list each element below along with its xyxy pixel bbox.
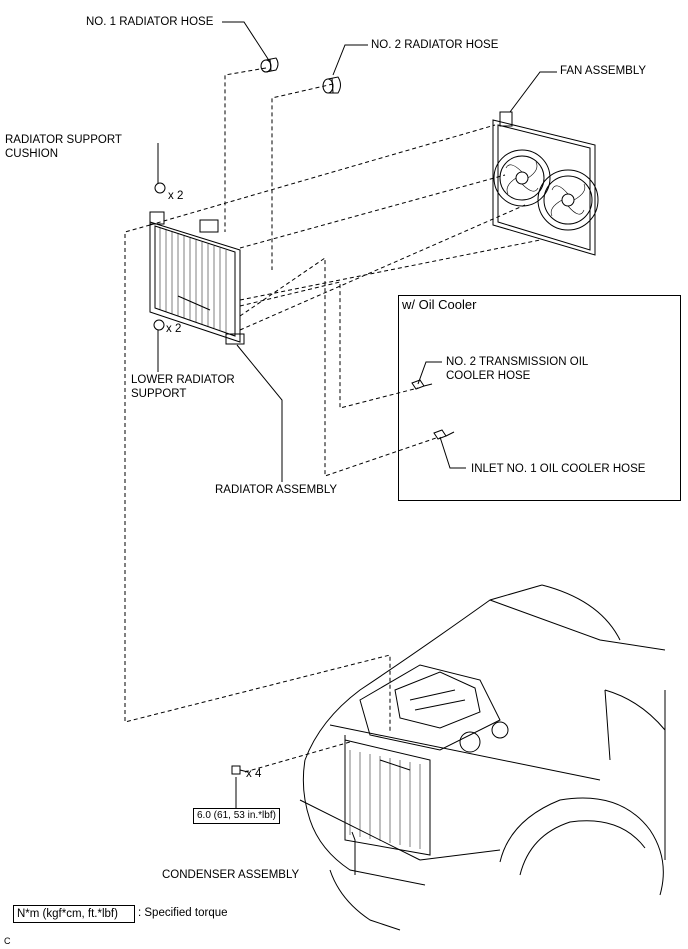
fan-assembly-part [492, 111, 599, 256]
no2-transmission-oil-cooler-hose-label-line2: COOLER HOSE [446, 370, 531, 382]
no2-radiator-hose-label: NO. 2 RADIATOR HOSE [371, 39, 499, 51]
no1-radiator-hose-label: NO. 1 RADIATOR HOSE [86, 16, 214, 28]
radiator-support-cushion-part [154, 182, 166, 194]
torque-spec-box: 6.0 (61, 53 in.*lbf) [193, 808, 280, 824]
lower-radiator-support-part [153, 319, 165, 331]
lower-radiator-support-label-line2: SUPPORT [131, 388, 187, 400]
bolt-quantity: x 4 [246, 768, 262, 780]
legend-torque-description: : Specified torque [138, 907, 228, 919]
radiator-assembly-label: RADIATOR ASSEMBLY [215, 484, 338, 496]
assembly-dashed-lines [124, 67, 541, 773]
condenser-assembly-label: CONDENSER ASSEMBLY [162, 869, 300, 881]
condenser-bolt-part [231, 765, 249, 775]
oil-cooler-hose-fittings [411, 379, 455, 440]
radiator-support-cushion-label-line1: RADIATOR SUPPORT [5, 134, 122, 146]
no1-radiator-hose-part [260, 57, 279, 73]
vehicle-front-artwork [299, 584, 666, 931]
legend-torque-unit-box: N*m (kgf*cm, ft.*lbf) [13, 905, 135, 923]
leader-lines [157, 21, 557, 875]
inlet-no1-oil-cooler-hose-label: INLET NO. 1 OIL COOLER HOSE [471, 463, 646, 475]
cushion-quantity: x 2 [168, 190, 184, 202]
lower-support-quantity: x 2 [166, 323, 182, 335]
radiator-assembly-part [149, 182, 245, 345]
figure-letter: C [4, 936, 11, 946]
no2-radiator-hose-part [322, 76, 341, 94]
fan-assembly-label: FAN ASSEMBLY [560, 65, 647, 77]
oil-cooler-inset-title: w/ Oil Cooler [402, 297, 477, 312]
lower-radiator-support-label-line1: LOWER RADIATOR [131, 374, 235, 386]
radiator-support-cushion-label-line2: CUSHION [5, 148, 59, 160]
oil-cooler-inset-box [398, 295, 681, 501]
no2-transmission-oil-cooler-hose-label-line1: NO. 2 TRANSMISSION OIL [446, 356, 589, 368]
